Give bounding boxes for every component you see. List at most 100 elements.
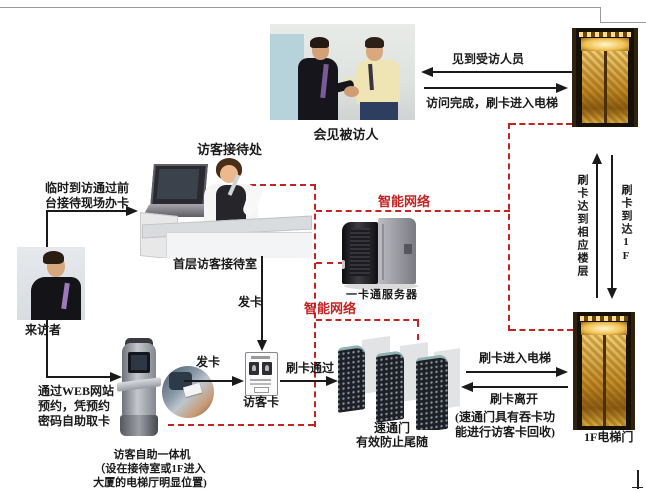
kiosk-issue-arrow-line	[184, 380, 234, 382]
issue-card-arrow-head	[257, 340, 267, 351]
arrow-up-floors-line	[596, 163, 598, 298]
frame-top-line	[0, 7, 600, 8]
elevator-doors	[582, 335, 626, 426]
walkin-note-line1: 临时到访通过前	[45, 181, 130, 195]
card-title-bar	[251, 356, 270, 359]
meet-person-label: 见到受访人员	[452, 52, 525, 66]
enter-elevator-arrow-head	[556, 367, 568, 377]
dashed-elevator-riser	[508, 123, 510, 331]
gates-note-line2: 能进行访客卡回收)	[455, 425, 555, 439]
kiosk-issue-arrow-head	[232, 376, 244, 386]
elevator-glow	[581, 322, 627, 335]
walkin-elbow-horizontal	[46, 210, 128, 212]
dashed-gates-drop	[417, 321, 419, 340]
elevator-door-seam	[602, 335, 606, 426]
up-floors-label: 刷卡达到相应楼层	[576, 174, 588, 278]
card-photo-left-face	[252, 365, 256, 371]
elevator-glow	[580, 38, 630, 51]
elevator-door-left	[582, 335, 603, 426]
enter-elevator-label: 刷卡进入电梯	[479, 351, 552, 365]
server-caption: 一卡通服务器	[346, 289, 418, 301]
dashed-to-gates	[316, 319, 419, 321]
right-man-pants	[360, 102, 398, 120]
meeting-handshake-photo	[270, 24, 415, 120]
gates-note-line1: (速通门具有吞卡功	[455, 410, 555, 424]
down-1f-label: 刷卡到达1F	[620, 184, 632, 264]
gate-tower-3	[416, 353, 448, 430]
elevator-lamp-row	[580, 316, 628, 321]
reception-title: 访客接待处	[197, 142, 263, 157]
gate-tower-2	[376, 350, 404, 423]
card-text-line1	[250, 379, 271, 381]
frame-step-line	[600, 7, 601, 23]
reception-issue-card-label: 发卡	[238, 295, 263, 309]
kiosk-issue-card-label: 发卡	[196, 355, 221, 369]
dashed-network-trunk	[314, 184, 316, 427]
visitor-card-label: 访客卡	[242, 395, 279, 409]
kiosk-top-cap	[125, 338, 153, 347]
lobby-elevator-photo	[573, 312, 635, 430]
elevator-door-seam	[603, 51, 607, 123]
self-service-kiosk-illustration	[113, 338, 165, 437]
laptop-screen-panel	[156, 169, 200, 199]
speed-gates-illustration	[336, 336, 462, 430]
web-elbow-horizontal	[46, 376, 112, 378]
enter-elevator-arrow-line	[466, 371, 558, 373]
server-knob	[342, 260, 345, 269]
card-text-line2	[250, 383, 271, 385]
smart-network-label-bottom: 智能网络	[304, 301, 357, 316]
dashed-to-upper-elevator	[510, 123, 572, 125]
walkin-note-line2: 台接待现场办卡	[45, 196, 130, 210]
dashed-network-backbone	[316, 210, 510, 212]
reception-room-label: 首层访客接待室	[173, 257, 258, 271]
elevator-door-right	[605, 335, 626, 426]
frame-top-right-line	[600, 22, 646, 23]
reception-desk-illustration	[140, 158, 312, 258]
dashed-kiosk-link	[168, 424, 314, 426]
kiosk-caption-line3: 大厦的电梯厅明显位置)	[93, 477, 207, 489]
gate-tower-1	[338, 344, 365, 413]
kiosk-caption-line2: （设在接待室或1F进入	[94, 463, 206, 475]
walkin-elbow-vertical	[46, 212, 48, 247]
left-man-hair	[310, 37, 329, 48]
web-arrow-head	[110, 372, 122, 382]
web-note-line1: 通过WEB网站	[38, 384, 115, 398]
visit-done-label: 访问完成，刷卡进入电梯	[426, 96, 559, 110]
server-shadow	[344, 282, 418, 290]
dashed-reception-link	[250, 184, 316, 186]
onecard-server-illustration	[342, 218, 420, 292]
leave-label: 刷卡离开	[490, 392, 539, 406]
card-chip-box	[254, 387, 269, 393]
gates-name-label: 速通门	[373, 421, 410, 435]
swipe-pass-arrow-head	[326, 376, 338, 386]
lobby-elevator-caption: 1F电梯门	[584, 430, 634, 444]
arrow-up-floors-head	[592, 153, 602, 164]
kiosk-screen-glow	[131, 355, 147, 370]
kiosk-caption-line1: 访客自助一体机	[113, 449, 191, 461]
arrow-done-head	[556, 83, 568, 93]
gates-tagline-label: 有效防止尾随	[355, 435, 428, 449]
arrow-done-line	[424, 87, 558, 89]
leave-arrow-line	[472, 386, 568, 388]
right-man-hair	[365, 37, 384, 48]
arrow-meet-head	[421, 67, 433, 77]
elevator-doors	[581, 51, 629, 123]
arrow-down-1f-line	[611, 155, 613, 289]
web-note-line2: 预约，凭预约	[38, 399, 111, 413]
kiosk-base	[120, 415, 158, 436]
visitor-body	[31, 277, 81, 320]
card-photo-right-face	[265, 365, 269, 371]
resize-handle-mark	[637, 470, 639, 489]
server-vent	[404, 244, 412, 254]
web-elbow-vertical	[46, 320, 48, 378]
server-grille	[350, 228, 370, 276]
elevator-door-left	[581, 51, 604, 123]
smart-network-label-top: 智能网络	[378, 194, 431, 209]
desk-front-panel	[166, 232, 312, 258]
issue-card-line	[261, 256, 263, 342]
visitor-label: 来访者	[25, 323, 62, 337]
visitor-card-illustration	[245, 352, 278, 396]
leave-arrow-head	[461, 382, 473, 392]
visitor-photo	[17, 247, 85, 320]
